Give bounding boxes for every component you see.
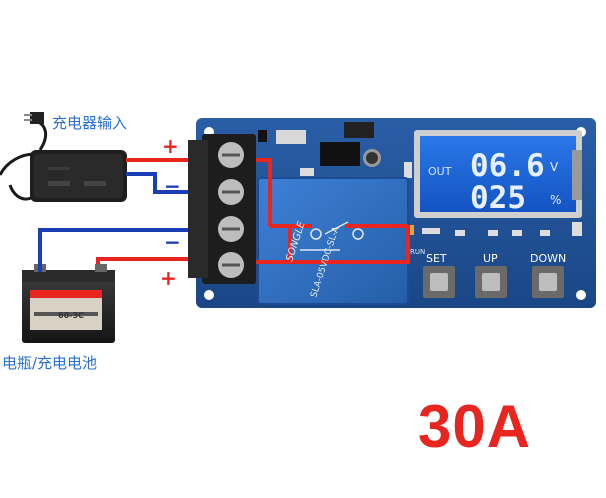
set-button-body [423,266,455,298]
lcd-out-label: OUT [428,165,452,178]
charger-plus-sign: + [162,134,179,158]
battery-minus-sign: − [164,230,181,254]
run-label: RUN [410,248,425,256]
lcd-voltage: 06.6 [470,148,545,184]
current-rating: 30A [418,393,532,460]
up-button-body [475,266,507,298]
battery-model: 60-3C [58,311,84,320]
terminal-block [188,134,256,284]
lcd-percent: 025 [470,180,526,216]
down-label: DOWN [530,252,566,265]
battery [22,264,115,343]
lcd-voltage-unit: V [550,160,559,174]
pcb-board [196,118,596,308]
set-label: SET [426,252,447,265]
battery-label: 电瓶/充电电池 [2,354,98,372]
charger-adapter [0,112,127,202]
lcd-display [414,130,582,218]
charger-input-label: 充电器输入 [52,114,128,132]
up-label: UP [483,252,498,265]
lcd-percent-unit: % [550,193,561,207]
down-button-body [532,266,564,298]
battery-plus-sign: + [160,266,177,290]
charger-minus-sign: − [164,174,181,198]
